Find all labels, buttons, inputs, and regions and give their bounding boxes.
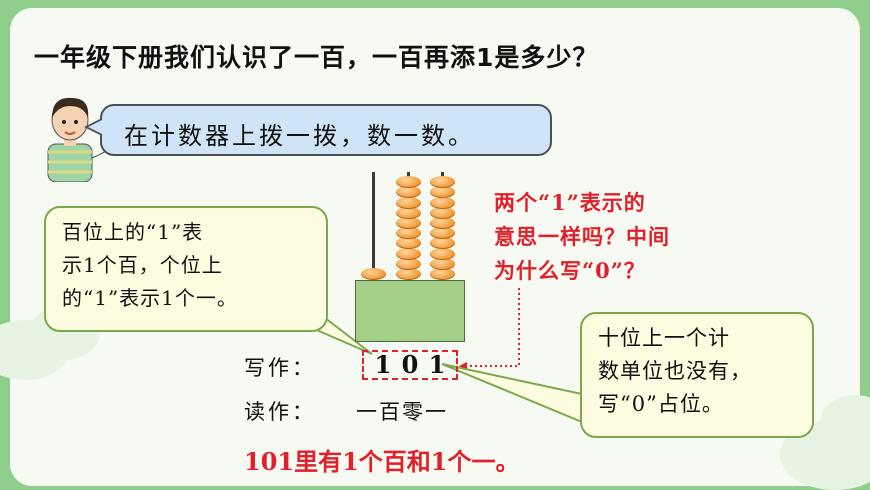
abacus-rod <box>372 172 375 282</box>
abacus-bead <box>430 237 455 250</box>
abacus-bead <box>430 217 455 229</box>
right-bubble-line: 数单位也没有， <box>598 359 752 383</box>
abacus-bead <box>396 176 421 189</box>
digit-ones: 1 <box>428 350 446 379</box>
left-bubble-line: 示1个百，个位上 <box>62 253 223 277</box>
abacus-bead <box>430 227 455 240</box>
summary-text: 101里有1个百和1个一。 <box>244 447 520 476</box>
abacus-bead <box>396 227 421 240</box>
abacus-bead <box>430 206 455 219</box>
abacus-bead <box>430 196 455 209</box>
abacus-bead <box>396 247 421 260</box>
abacus-base <box>355 280 465 342</box>
abacus-bead <box>361 268 386 280</box>
written-number-box: 1 0 1 <box>362 350 458 380</box>
right-bubble-line: 写“0”占位。 <box>598 392 724 416</box>
digit-tens: 0 <box>401 350 419 379</box>
left-bubble-line: 的“1”表示1个一。 <box>62 286 238 310</box>
read-label: 读作： <box>244 400 316 424</box>
abacus-bead <box>396 268 421 280</box>
abacus-bead <box>430 268 455 280</box>
right-bubble-pointer <box>441 363 583 424</box>
abacus-bead <box>396 257 421 270</box>
abacus-bead <box>430 186 455 199</box>
speech-bubble: 在计数器上拨一拨，数一数。 <box>100 104 552 156</box>
question-text: 两个“1”表示的 意思一样吗？中间 为什么写“0”？ <box>494 190 670 283</box>
abacus-bead <box>396 206 421 219</box>
page-title: 一年级下册我们认识了一百，一百再添1是多少？ <box>34 43 599 72</box>
abacus-bead <box>396 186 421 199</box>
abacus-bead <box>396 196 421 209</box>
right-bubble-line: 十位上一个计 <box>598 326 730 350</box>
abacus-bead <box>396 217 421 229</box>
abacus-bead <box>430 176 455 189</box>
speech-tail <box>88 120 102 134</box>
abacus-bead <box>396 237 421 250</box>
cloud-decoration <box>820 395 870 450</box>
digit-hundreds: 1 <box>374 350 392 379</box>
left-explanation-bubble: 百位上的“1”表 示1个百，个位上 的“1”表示1个一。 <box>44 206 328 332</box>
write-label: 写作： <box>244 356 316 380</box>
read-value: 一百零一 <box>356 400 448 424</box>
left-bubble-line: 百位上的“1”表 <box>62 220 204 244</box>
abacus-bead <box>430 257 455 270</box>
speech-text: 在计数器上拨一拨，数一数。 <box>124 122 475 150</box>
abacus-bead <box>430 247 455 260</box>
right-explanation-bubble: 十位上一个计 数单位也没有， 写“0”占位。 <box>580 312 814 438</box>
